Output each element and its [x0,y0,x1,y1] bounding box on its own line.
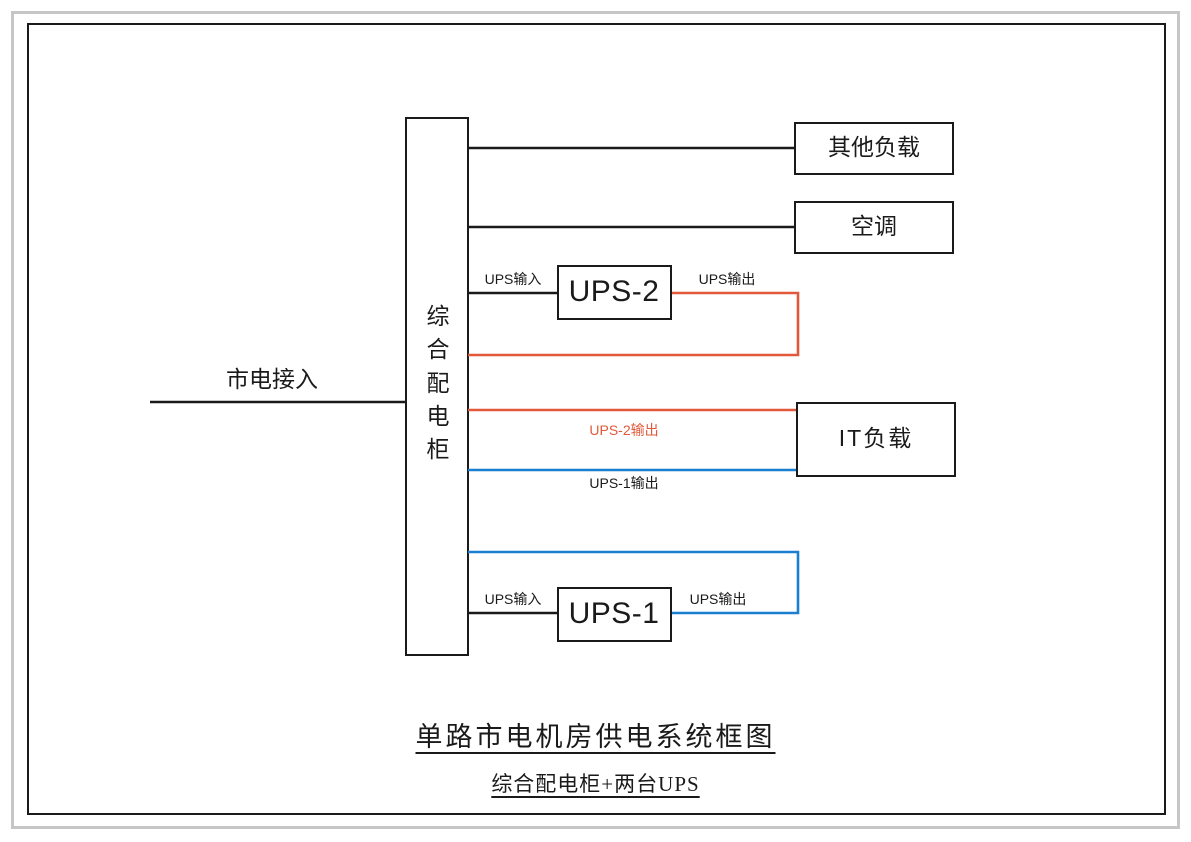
ups2-feed-label: UPS-2输出 [589,422,659,438]
wire-ups1-output-loop [468,550,800,615]
cabinet-label: 综 合 配 电 柜 [412,300,464,467]
other-load-label: 其他负载 [828,134,920,160]
ups2-label: UPS-2 [568,275,660,308]
cabinet-char-1: 综 [426,303,450,329]
title-block: 单路市电机房供电系统框图 综合配电柜+两台UPS [0,715,1191,798]
cabinet-char-3: 配 [426,369,450,396]
cabinet-char-5: 柜 [426,436,450,463]
ups1-input-label: UPS输入 [484,591,542,607]
air-conditioner-box [794,201,954,254]
other-load-box [794,122,954,175]
wire-ups2-output-loop [468,291,800,357]
it-load-box [796,402,956,477]
ups2-box [557,265,672,320]
page-title: 单路市电机房供电系统框图 [415,722,776,752]
cabinet-char-2: 合 [426,336,450,363]
page-frame-outer [11,11,1180,829]
page-frame-inner [27,23,1166,815]
cabinet-box [405,117,469,656]
mains-input-label: 市电接入 [226,366,318,392]
cabinet-char-4: 电 [426,403,450,430]
ups1-label: UPS-1 [568,597,660,630]
ups1-output-label: UPS输出 [689,591,747,607]
air-conditioner-label: 空调 [851,213,897,239]
ups1-box [557,587,672,642]
it-load-label: IT负载 [838,425,914,451]
ups2-output-label: UPS输出 [698,271,756,287]
ups1-feed-label: UPS-1输出 [589,475,659,491]
page-subtitle: 综合配电柜+两台UPS [491,772,700,796]
ups2-input-label: UPS输入 [484,271,542,287]
